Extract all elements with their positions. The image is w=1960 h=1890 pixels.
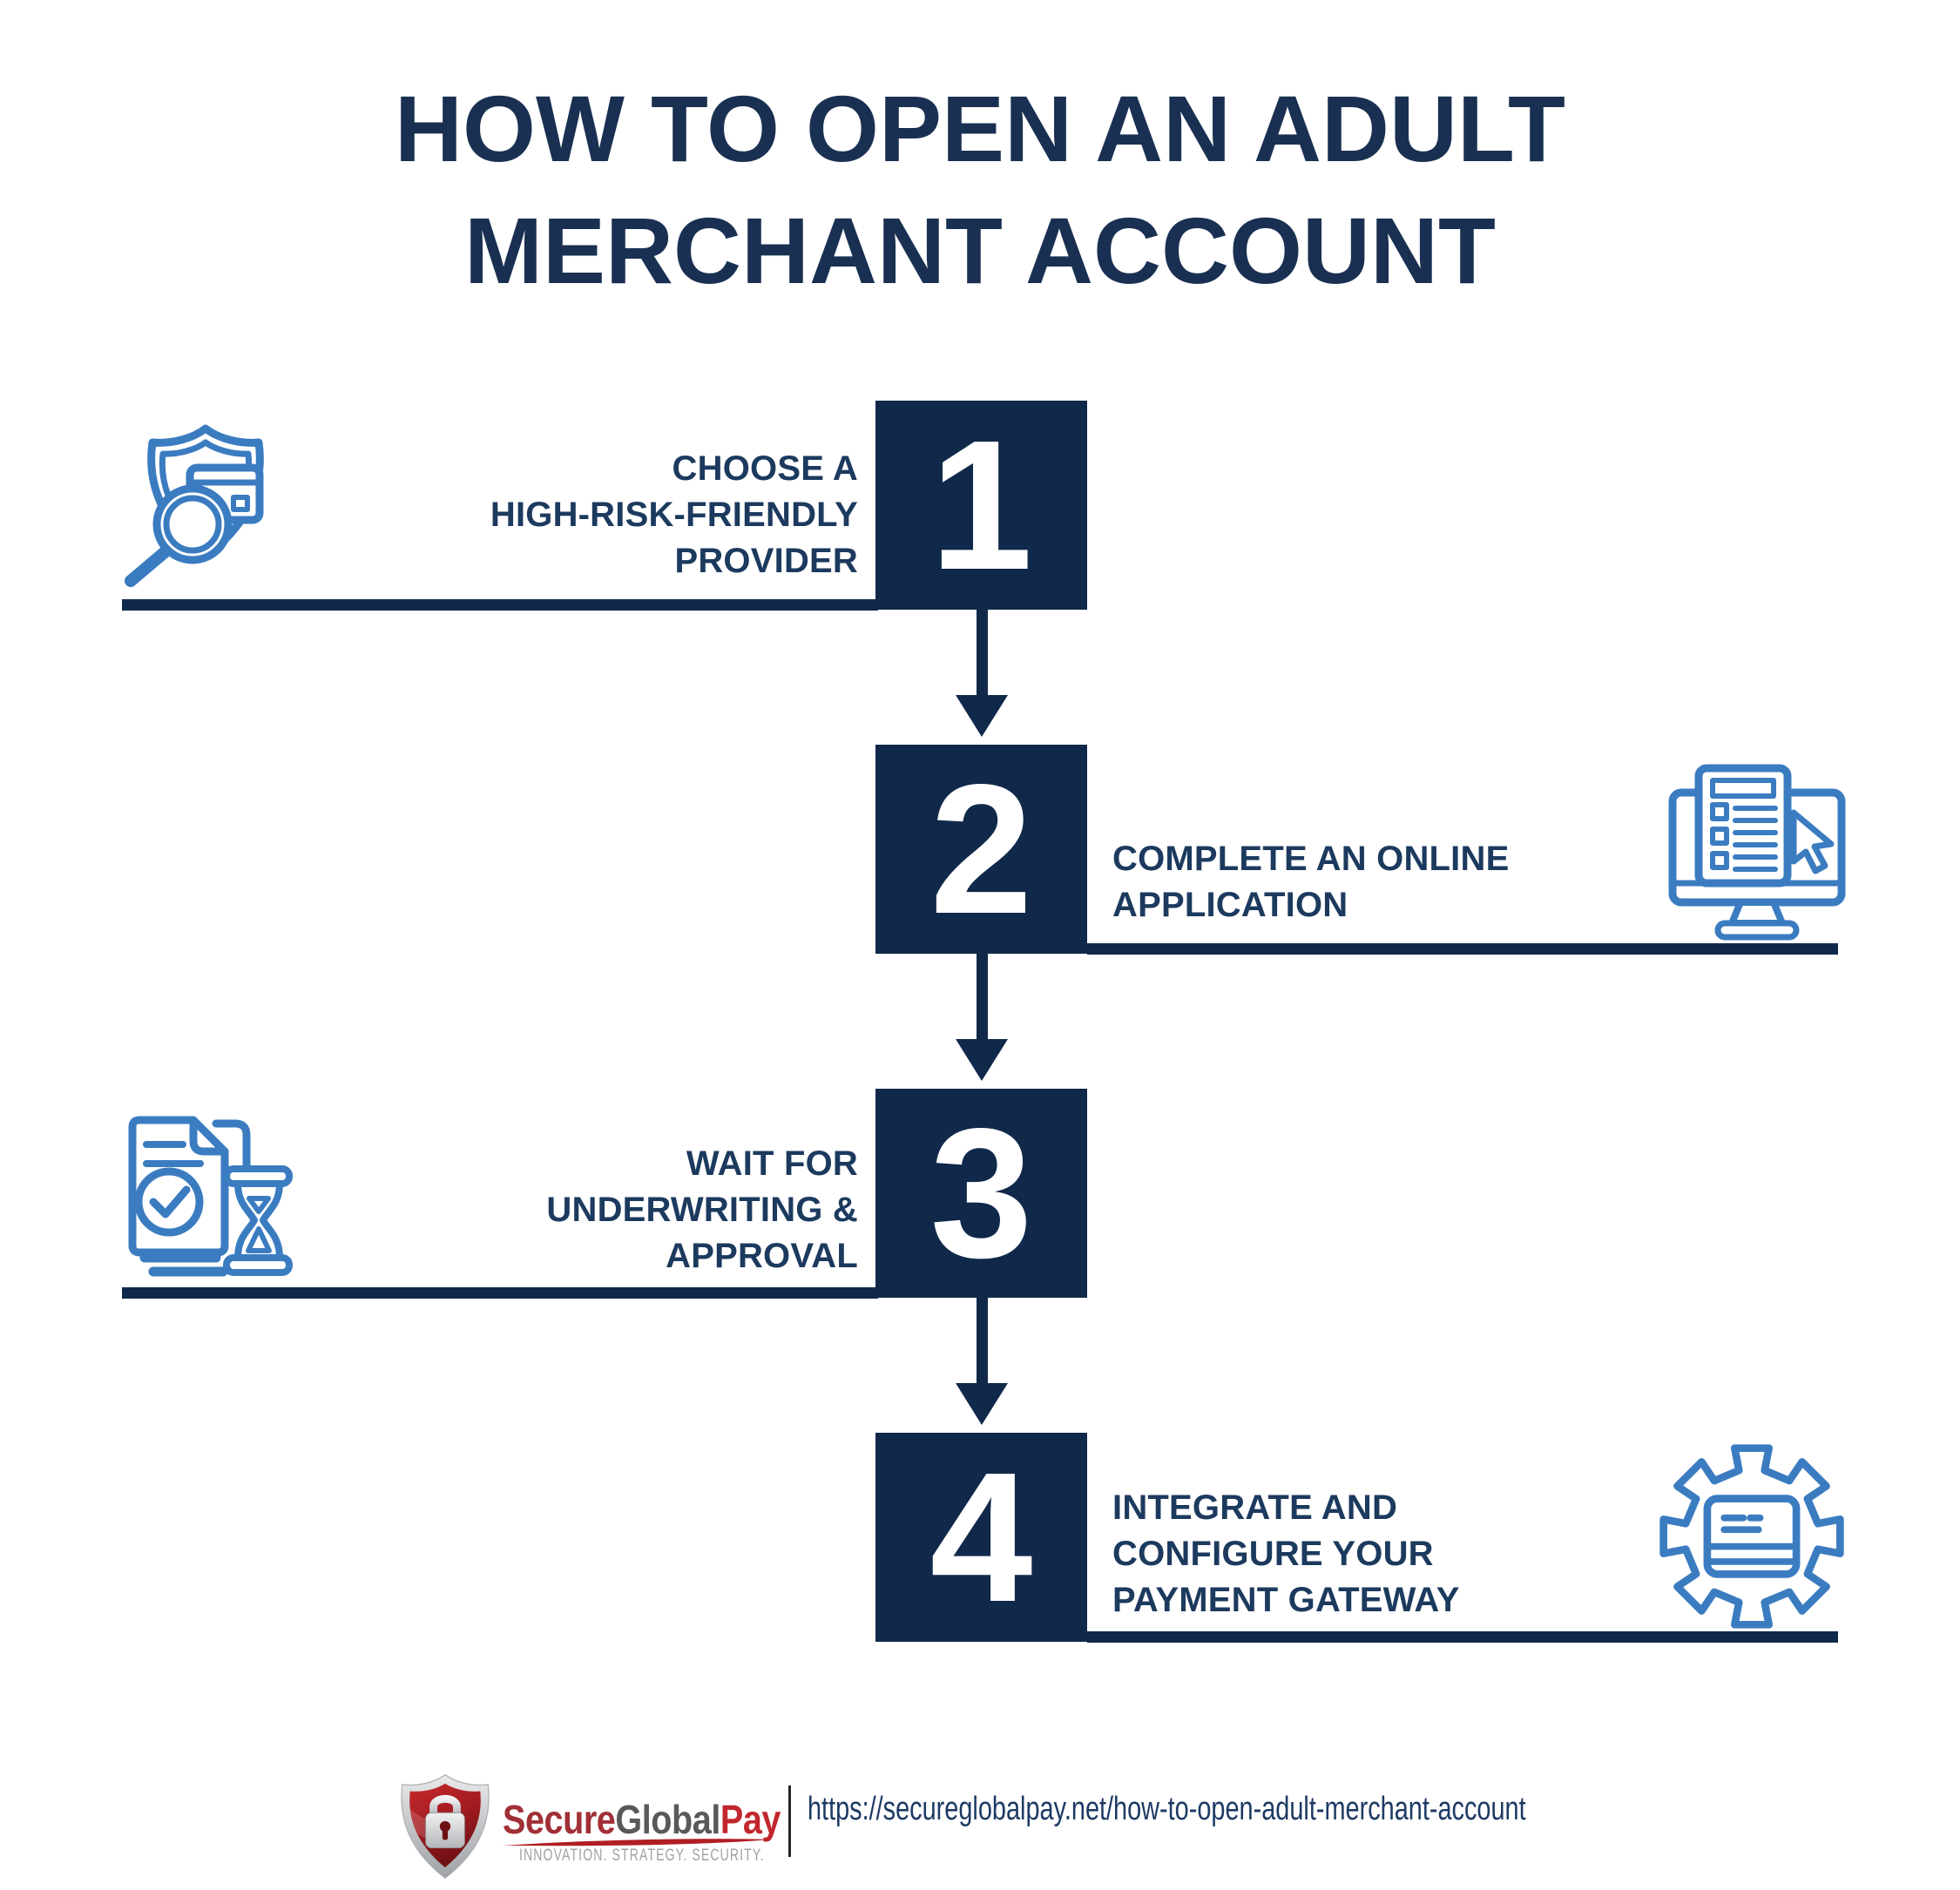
- step-4-label-line: CONFIGURE YOUR: [1112, 1535, 1434, 1573]
- page-title-line-1: HOW TO OPEN AN ADULT: [395, 76, 1565, 181]
- brand-wordmark: SecureGlobalPay: [503, 1796, 781, 1843]
- source-url: https://secureglobalpay.net/how-to-open-…: [808, 1791, 1526, 1827]
- step-2-baseline: [1087, 943, 1838, 955]
- step-3-label: WAIT FOR UNDERWRITING & APPROVAL: [546, 1141, 858, 1279]
- step-1-number: 1: [929, 402, 1033, 608]
- footer-divider: [788, 1785, 791, 1857]
- step-1-baseline: [122, 599, 878, 611]
- step-4-baseline: [1087, 1631, 1838, 1643]
- magnifier-shield-card-icon: [112, 422, 301, 603]
- monitor-form-cursor-icon: [1666, 763, 1848, 946]
- arrow-down-2-shaft: [977, 954, 988, 1039]
- arrow-down-3-head: [956, 1383, 1008, 1425]
- secureglobalpay-shield-lock-icon: [396, 1772, 494, 1886]
- step-2-label-line: APPLICATION: [1112, 886, 1348, 924]
- page-title-line-2: MERCHANT ACCOUNT: [464, 198, 1496, 303]
- arrow-down-3-shaft: [977, 1298, 988, 1383]
- arrow-down-2-head: [956, 1039, 1008, 1081]
- arrow-down-1-shaft: [977, 610, 988, 695]
- brand-wordmark-global: Global: [615, 1797, 720, 1842]
- step-3-number-box: 3: [875, 1089, 1087, 1298]
- step-2-number-box: 2: [875, 745, 1087, 954]
- step-3-label-line: APPROVAL: [666, 1237, 858, 1275]
- brand-wordmark-secure: Secure: [503, 1797, 616, 1842]
- step-2-number: 2: [929, 746, 1033, 952]
- step-1-label-line: HIGH-RISK-FRIENDLY: [490, 496, 858, 534]
- step-4-label-line: PAYMENT GATEWAY: [1112, 1581, 1460, 1619]
- step-1-number-box: 1: [875, 401, 1087, 610]
- brand-wordmark-pay: Pay: [720, 1797, 781, 1842]
- document-check-hourglass-icon: [118, 1115, 293, 1289]
- step-1-label-line: PROVIDER: [674, 542, 858, 580]
- step-2-label-line: COMPLETE AN ONLINE: [1112, 840, 1510, 878]
- page-title: HOW TO OPEN AN ADULT MERCHANT ACCOUNT: [0, 68, 1960, 312]
- step-4-number-box: 4: [875, 1433, 1087, 1642]
- step-2-label: COMPLETE AN ONLINE APPLICATION: [1112, 836, 1509, 928]
- step-3-baseline: [122, 1287, 878, 1299]
- step-1-label: CHOOSE A HIGH-RISK-FRIENDLY PROVIDER: [490, 446, 858, 584]
- brand-underline-swoosh: [503, 1836, 773, 1852]
- brand-tagline: INNOVATION. STRATEGY. SECURITY.: [519, 1846, 765, 1865]
- step-4-label-line: INTEGRATE AND: [1112, 1488, 1398, 1527]
- gear-credit-card-icon: [1658, 1442, 1846, 1635]
- step-3-label-line: UNDERWRITING &: [546, 1191, 858, 1229]
- step-1-label-line: CHOOSE A: [672, 449, 858, 488]
- step-4-label: INTEGRATE AND CONFIGURE YOUR PAYMENT GAT…: [1112, 1485, 1460, 1623]
- step-3-number: 3: [929, 1090, 1033, 1296]
- arrow-down-1-head: [956, 695, 1008, 737]
- step-3-label-line: WAIT FOR: [686, 1144, 858, 1183]
- step-4-number: 4: [929, 1434, 1033, 1640]
